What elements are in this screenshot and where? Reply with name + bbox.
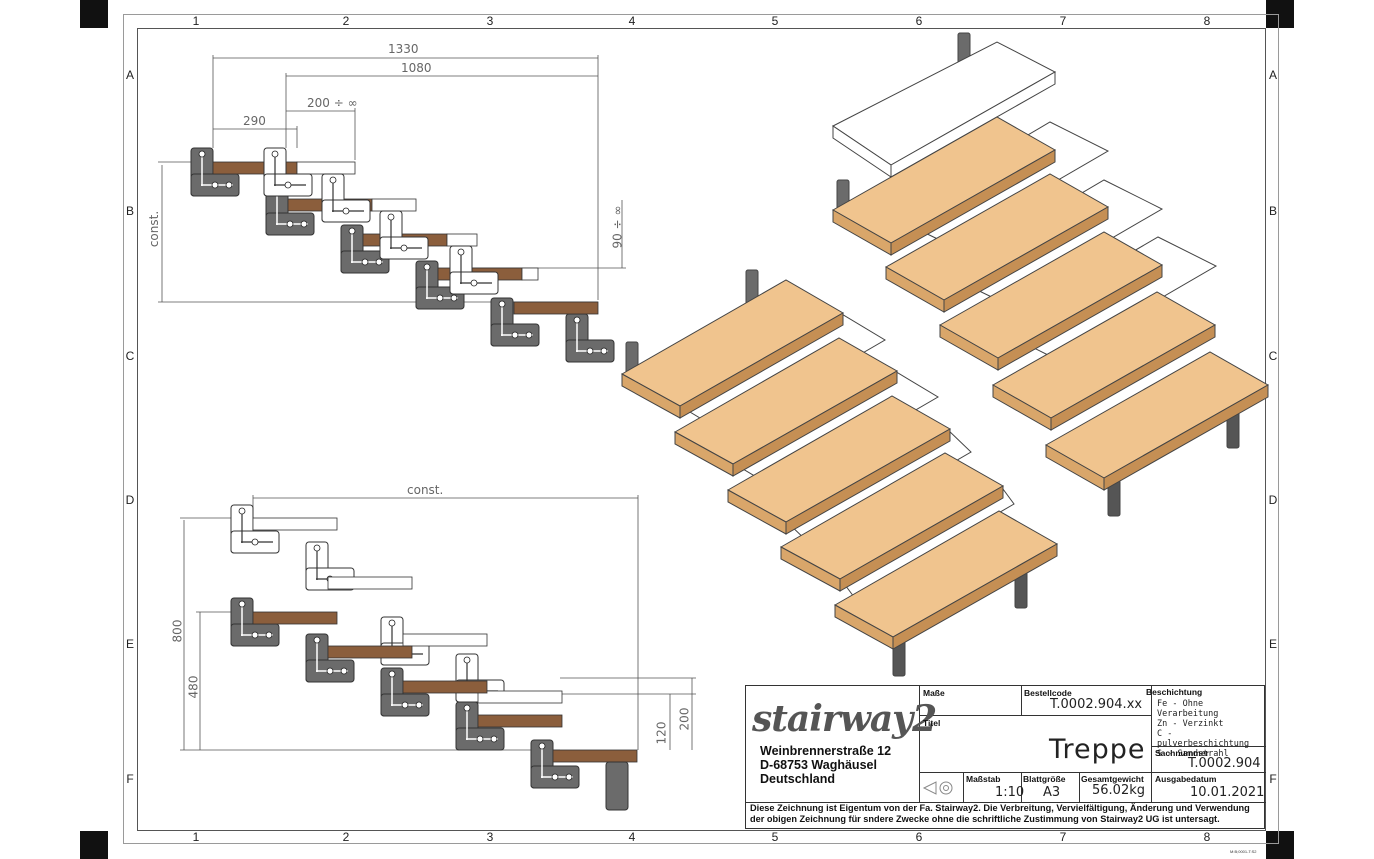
corner-mark-top-left	[80, 0, 108, 28]
dim-200-range: 200 ÷ ∞	[307, 96, 358, 110]
stairway2-logo: stairway2	[752, 698, 937, 740]
zone-col-5-top: 5	[771, 14, 779, 28]
zone-col-7-top: 7	[1059, 14, 1067, 28]
blattgroesse-label: Blattgröße	[1023, 774, 1066, 784]
dim-const-bottom: const.	[407, 483, 444, 497]
ausgabedatum-value: 10.01.2021	[1190, 785, 1265, 800]
massstab-value: 1:10	[995, 785, 1025, 800]
address-line-3: Deutschland	[760, 772, 836, 786]
dim-800: 800	[170, 619, 185, 643]
zone-col-4-bottom: 4	[628, 830, 636, 844]
blattgroesse-value: A3	[1043, 785, 1061, 800]
beschichtung-label: Beschichtung	[1146, 687, 1203, 697]
bestellcode-label: Bestellcode	[1024, 688, 1072, 698]
zone-row-f-left: F	[126, 772, 134, 786]
zone-row-b-left: B	[125, 204, 134, 218]
titel-value: Treppe	[1049, 734, 1146, 765]
zone-col-6-bottom: 6	[915, 830, 923, 844]
zone-row-a-right: A	[1268, 68, 1277, 82]
ausgabedatum-label: Ausgabedatum	[1155, 774, 1217, 784]
sheet-code: M:B;0001-T:S2	[1230, 849, 1257, 854]
dim-480: 480	[186, 675, 201, 699]
projection-symbol-icon	[922, 781, 953, 795]
dim-200: 200	[677, 707, 692, 731]
corner-mark-bottom-right	[1266, 831, 1294, 859]
side-view-top-parts	[190, 147, 615, 363]
dim-const-top: const.	[147, 210, 162, 248]
sachnummer-label: Sachnummer	[1155, 748, 1209, 758]
gesamtgewicht-value: 56.02kg	[1092, 783, 1145, 798]
dim-1080: 1080	[401, 61, 432, 75]
legal-line-2: der obigen Zeichnung für sndere Zwecke o…	[750, 814, 1220, 824]
zone-row-b-right: B	[1268, 204, 1277, 218]
zone-row-d-right: D	[1268, 493, 1278, 507]
sachnummer-value: T.0002.904	[1188, 756, 1261, 771]
zone-col-4-top: 4	[628, 14, 636, 28]
outer-frame	[123, 14, 1279, 844]
zone-col-5-bottom: 5	[771, 830, 779, 844]
zone-col-8-top: 8	[1203, 14, 1211, 28]
dim-290: 290	[243, 114, 266, 128]
zone-row-c-right: C	[1268, 349, 1278, 363]
company-address: Weinbrennerstraße 12 D-68753 Waghäusel D…	[760, 744, 891, 786]
coating-zn: Zn - Verzinkt	[1157, 719, 1224, 729]
coating-c: C - pulverbeschichtung	[1157, 729, 1250, 749]
legal-notice: Diese Zeichnung ist Eigentum von der Fa.…	[750, 803, 1262, 825]
coatings-list: Fe - Ohne Verarbeitung Zn - Verzinkt C -…	[1157, 699, 1264, 759]
zone-col-6-top: 6	[915, 14, 923, 28]
coating-s: S - Sandstrahl	[1157, 749, 1229, 759]
side-view-bottom-parts	[230, 504, 638, 811]
zone-col-8-bottom: 8	[1203, 830, 1211, 844]
zone-row-e-right: E	[1268, 637, 1277, 651]
corner-mark-bottom-left	[80, 831, 108, 859]
massstab-label: Maßstab	[966, 774, 1001, 784]
zone-col-1-top: 1	[192, 14, 200, 28]
dim-120: 120	[654, 721, 669, 745]
zone-col-3-bottom: 3	[486, 830, 494, 844]
zone-col-2-bottom: 2	[342, 830, 350, 844]
address-line-2: D-68753 Waghäusel	[760, 758, 877, 772]
zone-col-2-top: 2	[342, 14, 350, 28]
zone-row-a-left: A	[125, 68, 134, 82]
dim-90-range: 90 ÷ ∞	[610, 205, 625, 249]
legal-line-1: Diese Zeichnung ist Eigentum von der Fa.…	[750, 803, 1250, 813]
titel-label: Titel	[923, 718, 941, 728]
zone-col-7-bottom: 7	[1059, 830, 1067, 844]
title-block: stairway2 Weinbrennerstraße 12 D-68753 W…	[745, 685, 1266, 829]
zone-col-3-top: 3	[486, 14, 494, 28]
side-view-bottom	[180, 495, 696, 751]
zone-row-f-right: F	[1269, 772, 1277, 786]
iso-stair-left	[620, 269, 1059, 677]
address-line-1: Weinbrennerstraße 12	[760, 744, 892, 758]
inner-frame	[137, 28, 1266, 831]
zone-row-e-left: E	[125, 637, 134, 651]
zone-row-d-left: D	[125, 493, 135, 507]
bestellcode-value: T.0002.904.xx	[1050, 697, 1143, 712]
coating-fe: Fe - Ohne Verarbeitung	[1157, 699, 1219, 719]
masse-label: Maße	[923, 688, 945, 698]
gesamtgewicht-label: Gesamtgewicht	[1081, 774, 1144, 784]
iso-stair-right	[831, 32, 1270, 517]
dim-1330: 1330	[388, 42, 419, 56]
zone-col-1-bottom: 1	[192, 830, 200, 844]
zone-row-c-left: C	[125, 349, 135, 363]
